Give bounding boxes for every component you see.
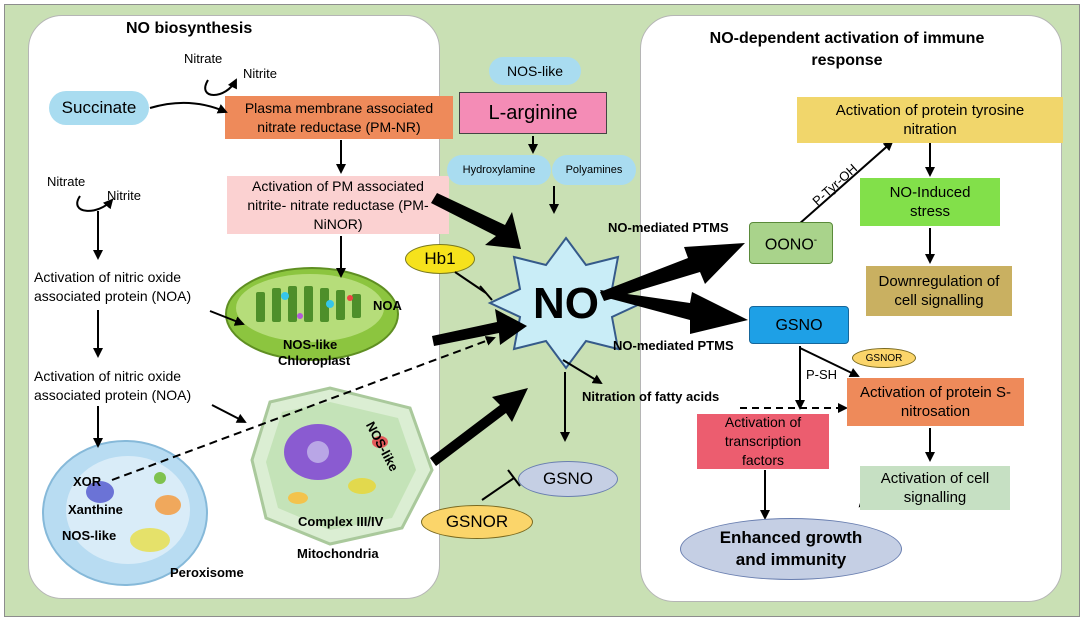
pm-nr-box: Plasma membrane associated nitrate reduc… xyxy=(225,96,453,139)
s-nitrosation-label: Activation of protein S-nitrosation xyxy=(860,384,1011,420)
succinate-label: Succinate xyxy=(61,98,137,117)
chloroplast-noa-label: NOA xyxy=(373,298,402,313)
succinate-node: Succinate xyxy=(49,91,149,125)
oono-box: OONO- xyxy=(749,222,833,264)
hydroxylamine-label: Hydroxylamine xyxy=(462,164,536,176)
ptms-label-top: NO-mediated PTMS xyxy=(608,220,729,235)
transcription-factors-label: Activation of transcription factors xyxy=(724,414,802,468)
oono-text: OONO xyxy=(764,236,814,254)
gsno-center-label: GSNO xyxy=(542,469,594,488)
peroxisome-noslike-label: NOS-like xyxy=(62,528,117,543)
left-panel-title: NO biosynthesis xyxy=(126,20,253,37)
nitrate-label-top: Nitrate xyxy=(184,51,223,66)
gsnor-small-label: GSNOR xyxy=(865,352,903,364)
oono-superscript: - xyxy=(813,235,818,247)
enhanced-growth-label: Enhanced growth and immunity xyxy=(719,528,863,569)
nitrite-label-top: Nitrite xyxy=(243,66,277,81)
nitrate-label-left: Nitrate xyxy=(47,174,86,189)
gsno-center-node: GSNO xyxy=(518,461,618,497)
nitration-label: Nitration of fatty acids xyxy=(582,389,720,404)
nos-like-label: NOS-like xyxy=(506,63,563,79)
noa-activation-label-2: Activation of nitric oxide associated pr… xyxy=(34,368,192,403)
chloroplast-name-label: Chloroplast xyxy=(278,353,351,368)
gsno-right-box: GSNO xyxy=(749,306,849,344)
polyamines-node: Polyamines xyxy=(552,155,636,185)
enhanced-growth-node: Enhanced growth and immunity xyxy=(680,518,902,580)
transcription-factors-box: Activation of transcription factors xyxy=(697,414,829,469)
nitrite-label-left: Nitrite xyxy=(107,188,141,203)
no-node-label: NO xyxy=(533,279,599,328)
cell-signalling-box: Activation of cell signalling xyxy=(860,466,1010,510)
oono-label: OONO- xyxy=(765,231,817,254)
l-arginine-box: L-arginine xyxy=(459,92,607,134)
mitochondria-complex-label: Complex III/IV xyxy=(298,514,384,529)
gsnor-center-node: GSNOR xyxy=(421,505,533,539)
downregulation-label: Downregulation of cell signalling xyxy=(878,273,1000,309)
peroxisome-name-label: Peroxisome xyxy=(170,565,244,580)
pm-ninor-box: Activation of PM associated nitrite- nit… xyxy=(227,176,449,234)
gsnor-center-label: GSNOR xyxy=(445,512,509,531)
s-nitrosation-box: Activation of protein S-nitrosation xyxy=(847,378,1024,426)
hydroxylamine-node: Hydroxylamine xyxy=(447,155,551,185)
no-induced-stress-label: NO-Induced stress xyxy=(889,184,971,220)
pm-nr-label: Plasma membrane associated nitrate reduc… xyxy=(244,99,434,135)
p-sh-label: P-SH xyxy=(806,367,838,382)
hb1-label: Hb1 xyxy=(424,249,456,268)
polyamines-label: Polyamines xyxy=(565,164,623,176)
tyrosine-nitration-label: Activation of protein tyrosine nitration xyxy=(835,102,1025,138)
ptms-label-bottom: NO-mediated PTMS xyxy=(613,338,734,353)
nos-like-node: NOS-like xyxy=(489,57,581,85)
hb1-node: Hb1 xyxy=(405,244,475,274)
right-panel-title: NO-dependent activation of immune respon… xyxy=(709,30,985,69)
gsnor-small-node: GSNOR xyxy=(852,348,916,368)
cell-signalling-label: Activation of cell signalling xyxy=(880,470,990,506)
tyrosine-nitration-box: Activation of protein tyrosine nitration xyxy=(797,97,1063,143)
peroxisome-xor-label: XOR xyxy=(73,474,102,489)
l-arginine-label: L-arginine xyxy=(488,101,578,124)
peroxisome-xanthine-label: Xanthine xyxy=(68,502,123,517)
pm-ninor-label: Activation of PM associated nitrite- nit… xyxy=(247,177,429,232)
no-induced-stress-box: NO-Induced stress xyxy=(860,178,1000,226)
gsno-right-label: GSNO xyxy=(775,316,823,334)
downregulation-box: Downregulation of cell signalling xyxy=(866,266,1012,316)
noa-activation-label-1: Activation of nitric oxide associated pr… xyxy=(34,269,192,304)
mitochondria-name-label: Mitochondria xyxy=(297,546,379,561)
